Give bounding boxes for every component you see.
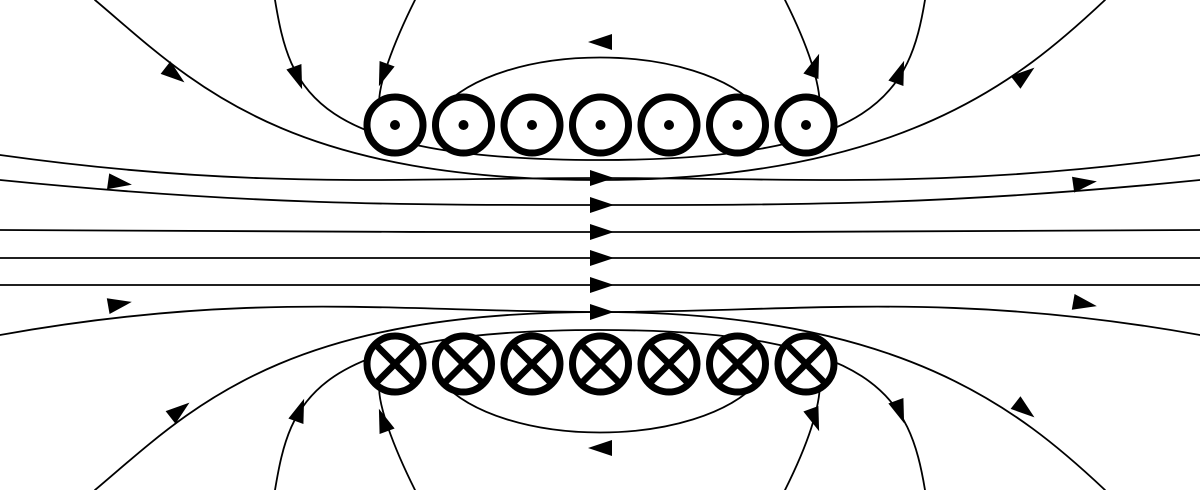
dot-icon [527,120,537,130]
field-line-bottom-return-loop [439,379,761,434]
conductor-out-of-page [637,93,701,157]
conductor-into-page [569,332,632,396]
conductor-into-page [363,332,427,396]
field-arrowhead [588,34,612,50]
dot-icon [664,120,674,130]
dot-icon [390,120,400,130]
field-arrowhead [378,408,395,435]
field-arrowhead [588,440,612,456]
field-arrowhead [165,402,190,424]
conductor-into-page [774,332,838,396]
field-arrowhead [107,173,132,190]
cross-icon [372,341,418,387]
conductor-into-page [637,332,701,396]
field-arrowhead [888,397,905,424]
cross-icon [783,341,829,387]
field-arrowheads [106,34,1097,456]
conductor-out-of-page [363,93,427,157]
field-arrowhead [286,63,303,90]
field-arrowhead [106,298,132,314]
cross-icon [509,341,555,387]
field-arrowhead [803,405,820,432]
dot-icon [801,120,811,130]
field-arrowhead [888,60,905,87]
field-line-top-return-loop [439,56,761,111]
dot-icon [458,120,469,130]
field-arrowhead [590,277,614,293]
dot-icon [732,120,743,130]
field-arrowhead [1072,176,1097,193]
field-arrowhead [1010,396,1035,418]
conductor-row-top [363,93,838,157]
field-arrowhead [590,170,614,186]
field-arrowhead [590,250,614,266]
cross-icon [715,341,760,387]
field-arrowhead [1010,67,1035,89]
conductor-out-of-page [774,93,838,157]
field-arrowhead [378,60,395,87]
cross-icon [578,341,623,387]
field-arrowhead [160,61,185,83]
conductor-into-page [706,332,769,396]
conductor-row-bottom [363,332,838,396]
field-arrowhead [803,53,820,80]
conductor-out-of-page [569,93,632,157]
field-arrowhead [1071,294,1097,310]
field-arrowhead [590,224,614,240]
cross-icon [646,341,692,387]
field-arrowhead [288,398,305,425]
conductor-out-of-page [500,93,564,157]
conductor-into-page [500,332,564,396]
conductor-out-of-page [706,93,769,157]
conductor-out-of-page [432,93,495,157]
field-arrowhead [590,197,614,213]
dot-icon [595,120,606,130]
cross-icon [441,341,486,387]
field-arrowhead [590,304,614,320]
conductor-into-page [432,332,495,396]
